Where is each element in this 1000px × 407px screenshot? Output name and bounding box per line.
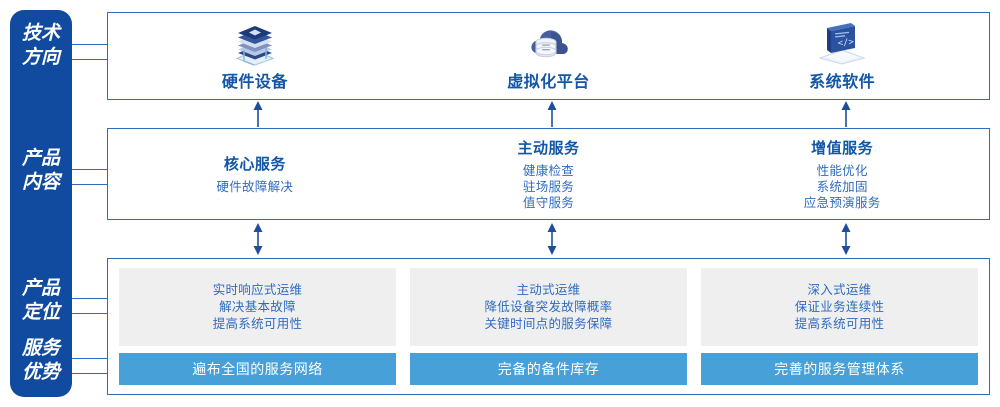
positioning-item: 实时响应式运维: [212, 282, 303, 297]
technology-direction-section: 硬件设备 虚拟化平台: [107, 12, 990, 100]
sidebar-label-line1: 服务: [21, 338, 60, 359]
arrow-up-icon: [840, 101, 852, 127]
connector-line: [72, 373, 108, 374]
content-item: 健康检查: [522, 164, 575, 178]
tech-column-system-software[interactable]: </> 系统软件: [695, 13, 989, 99]
connector-line: [72, 313, 108, 314]
connector-line: [72, 358, 108, 359]
sidebar-label-line1: 产品: [21, 278, 60, 299]
advantage-badge[interactable]: 遍布全国的服务网络: [119, 353, 396, 385]
positioning-item: 关键时间点的服务保障: [484, 316, 613, 331]
sidebar-label-line1: 技术: [21, 23, 60, 44]
content-column-value-added-service[interactable]: 增值服务 性能优化 系统加固 应急预演服务: [695, 129, 989, 219]
advantage-badge[interactable]: 完善的服务管理体系: [701, 353, 978, 385]
positioning-item: 降低设备突发故障概率: [484, 299, 613, 314]
sidebar-label-line2: 定位: [21, 302, 60, 323]
positioning-box[interactable]: 主动式运维 降低设备突发故障概率 关键时间点的服务保障: [410, 268, 687, 346]
sidebar-label-line2: 优势: [21, 362, 60, 383]
arrow-double-vertical-icon: [546, 223, 558, 255]
bottom-column-1: 实时响应式运维 解决基本故障 提高系统可用性 遍布全国的服务网络: [119, 268, 396, 385]
sidebar-item-product-positioning[interactable]: 产品 定位: [10, 277, 72, 325]
arrow-double-vertical-icon: [840, 223, 852, 255]
tech-label: 系统软件: [809, 74, 876, 91]
sidebar-label-line2: 方向: [21, 47, 60, 68]
content-item: 驻场服务: [522, 180, 575, 194]
content-item: 应急预演服务: [803, 196, 881, 210]
connector-line: [72, 59, 108, 60]
tech-column-hardware[interactable]: 硬件设备: [108, 13, 402, 99]
connector-line: [72, 44, 108, 45]
sidebar-item-service-advantage[interactable]: 服务 优势: [10, 337, 72, 385]
content-title: 主动服务: [517, 140, 580, 157]
arrow-up-icon: [252, 101, 264, 127]
content-title: 核心服务: [223, 156, 286, 173]
sidebar-panel: [10, 10, 72, 397]
content-item: 值守服务: [522, 196, 575, 210]
content-item: 硬件故障解决: [216, 180, 294, 194]
server-stack-icon: [227, 20, 283, 66]
positioning-box[interactable]: 深入式运维 保证业务连续性 提高系统可用性: [701, 268, 978, 346]
connector-line: [72, 298, 108, 299]
positioning-item: 深入式运维: [807, 282, 872, 297]
arrow-double-vertical-icon: [252, 223, 264, 255]
advantage-badge[interactable]: 完备的备件库存: [410, 353, 687, 385]
positioning-item: 提高系统可用性: [212, 316, 303, 331]
content-column-core-service[interactable]: 核心服务 硬件故障解决: [108, 129, 402, 219]
tech-label: 虚拟化平台: [507, 74, 590, 91]
positioning-item: 解决基本故障: [219, 299, 296, 314]
sidebar-item-technology-direction[interactable]: 技术 方向: [10, 22, 72, 70]
svg-text:</>: </>: [837, 37, 855, 49]
positioning-item: 主动式运维: [516, 282, 581, 297]
product-content-section: 核心服务 硬件故障解决 主动服务 健康检查 驻场服务 值守服务 增值服务 性能优…: [107, 128, 990, 220]
sidebar-label-line2: 内容: [21, 172, 60, 193]
tech-label: 硬件设备: [221, 74, 288, 91]
tech-column-virtualization[interactable]: 虚拟化平台: [402, 13, 696, 99]
positioning-item: 保证业务连续性: [794, 299, 885, 314]
sidebar-label-line1: 产品: [21, 148, 60, 169]
connector-line: [72, 169, 108, 170]
cloud-database-icon: [521, 20, 577, 66]
content-title: 增值服务: [811, 140, 874, 157]
sidebar-item-product-content[interactable]: 产品 内容: [10, 147, 72, 195]
laptop-code-icon: </>: [814, 20, 870, 66]
positioning-advantage-section: 实时响应式运维 解决基本故障 提高系统可用性 遍布全国的服务网络 主动式运维 降…: [107, 258, 990, 395]
positioning-item: 提高系统可用性: [794, 316, 885, 331]
bottom-column-2: 主动式运维 降低设备突发故障概率 关键时间点的服务保障 完备的备件库存: [410, 268, 687, 385]
bottom-column-3: 深入式运维 保证业务连续性 提高系统可用性 完善的服务管理体系: [701, 268, 978, 385]
connector-line: [72, 184, 108, 185]
positioning-box[interactable]: 实时响应式运维 解决基本故障 提高系统可用性: [119, 268, 396, 346]
content-column-proactive-service[interactable]: 主动服务 健康检查 驻场服务 值守服务: [402, 129, 696, 219]
content-item: 性能优化: [816, 164, 868, 178]
content-item: 系统加固: [816, 180, 868, 194]
arrow-up-icon: [546, 101, 558, 127]
